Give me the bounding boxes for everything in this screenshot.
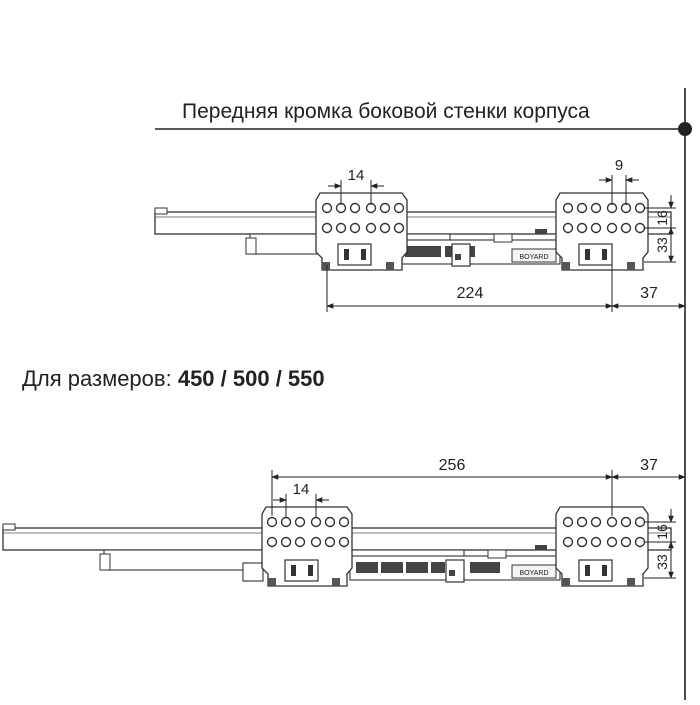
top-rear-bracket-holes <box>321 202 405 234</box>
sizes-values: 450 / 500 / 550 <box>177 366 325 391</box>
bottom-dim-offset: 37 <box>640 457 658 474</box>
bottom-mechanism-cell <box>381 562 403 573</box>
bottom-rail-end-block <box>242 562 264 582</box>
top-dim-span: 224 <box>457 285 484 302</box>
top-mechanism-cell <box>405 246 441 257</box>
top-rail-tip <box>154 207 168 215</box>
top-slide: BOYARD <box>154 157 686 312</box>
top-dim-offset: 37 <box>640 285 658 302</box>
top-brand-text: BOYARD <box>519 254 548 261</box>
bottom-dim-hole-spacing: 14 <box>293 481 310 498</box>
top-dimensions <box>326 175 686 312</box>
edge-marker-dot <box>678 122 692 136</box>
bottom-dimensions <box>271 470 686 579</box>
bottom-front-bracket-holes <box>562 516 646 548</box>
top-rail-stop <box>245 237 257 255</box>
bottom-rear-bracket-holes <box>266 516 350 548</box>
top-dim-hole-small: 9 <box>615 157 623 174</box>
bottom-slide: BOYARD <box>2 457 686 587</box>
bottom-rail-stop <box>99 553 111 571</box>
bottom-brand-text: BOYARD <box>519 570 548 577</box>
bottom-brand-plate <box>511 564 557 579</box>
bottom-mechanism-cell <box>406 562 428 573</box>
top-rear-bracket <box>315 192 408 271</box>
bottom-dim-span: 256 <box>439 457 466 474</box>
top-lever-hole <box>455 254 461 260</box>
top-front-bracket <box>555 192 649 271</box>
sizes-label: Для размеров: <box>22 366 172 391</box>
bottom-front-bracket <box>555 506 649 587</box>
bottom-dim-vertical-upper: 16 <box>654 524 670 540</box>
sizes-caption: Для размеров: 450 / 500 / 550 <box>22 366 325 392</box>
top-dim-vertical-lower: 33 <box>654 237 670 253</box>
top-brand-plate <box>511 248 557 263</box>
bottom-dim-vertical-lower: 33 <box>654 554 670 570</box>
top-adjust-clip <box>493 233 513 243</box>
top-dim-hole-spacing: 14 <box>348 167 365 184</box>
bottom-rear-bracket <box>261 506 353 587</box>
cabinet-edge-caption: Передняя кромка боковой стенки корпуса <box>182 100 590 123</box>
bottom-rail-tip <box>2 523 16 531</box>
bottom-mechanism-cell <box>431 562 445 573</box>
bottom-mechanism-cell <box>470 562 500 573</box>
bottom-mechanism-cell <box>356 562 378 573</box>
top-dim-vertical-upper: 16 <box>654 210 670 226</box>
bottom-lever-hole <box>449 570 455 576</box>
bottom-adjust-tab <box>535 545 547 550</box>
top-adjust-tab <box>535 229 547 234</box>
bottom-adjust-clip <box>487 549 507 559</box>
